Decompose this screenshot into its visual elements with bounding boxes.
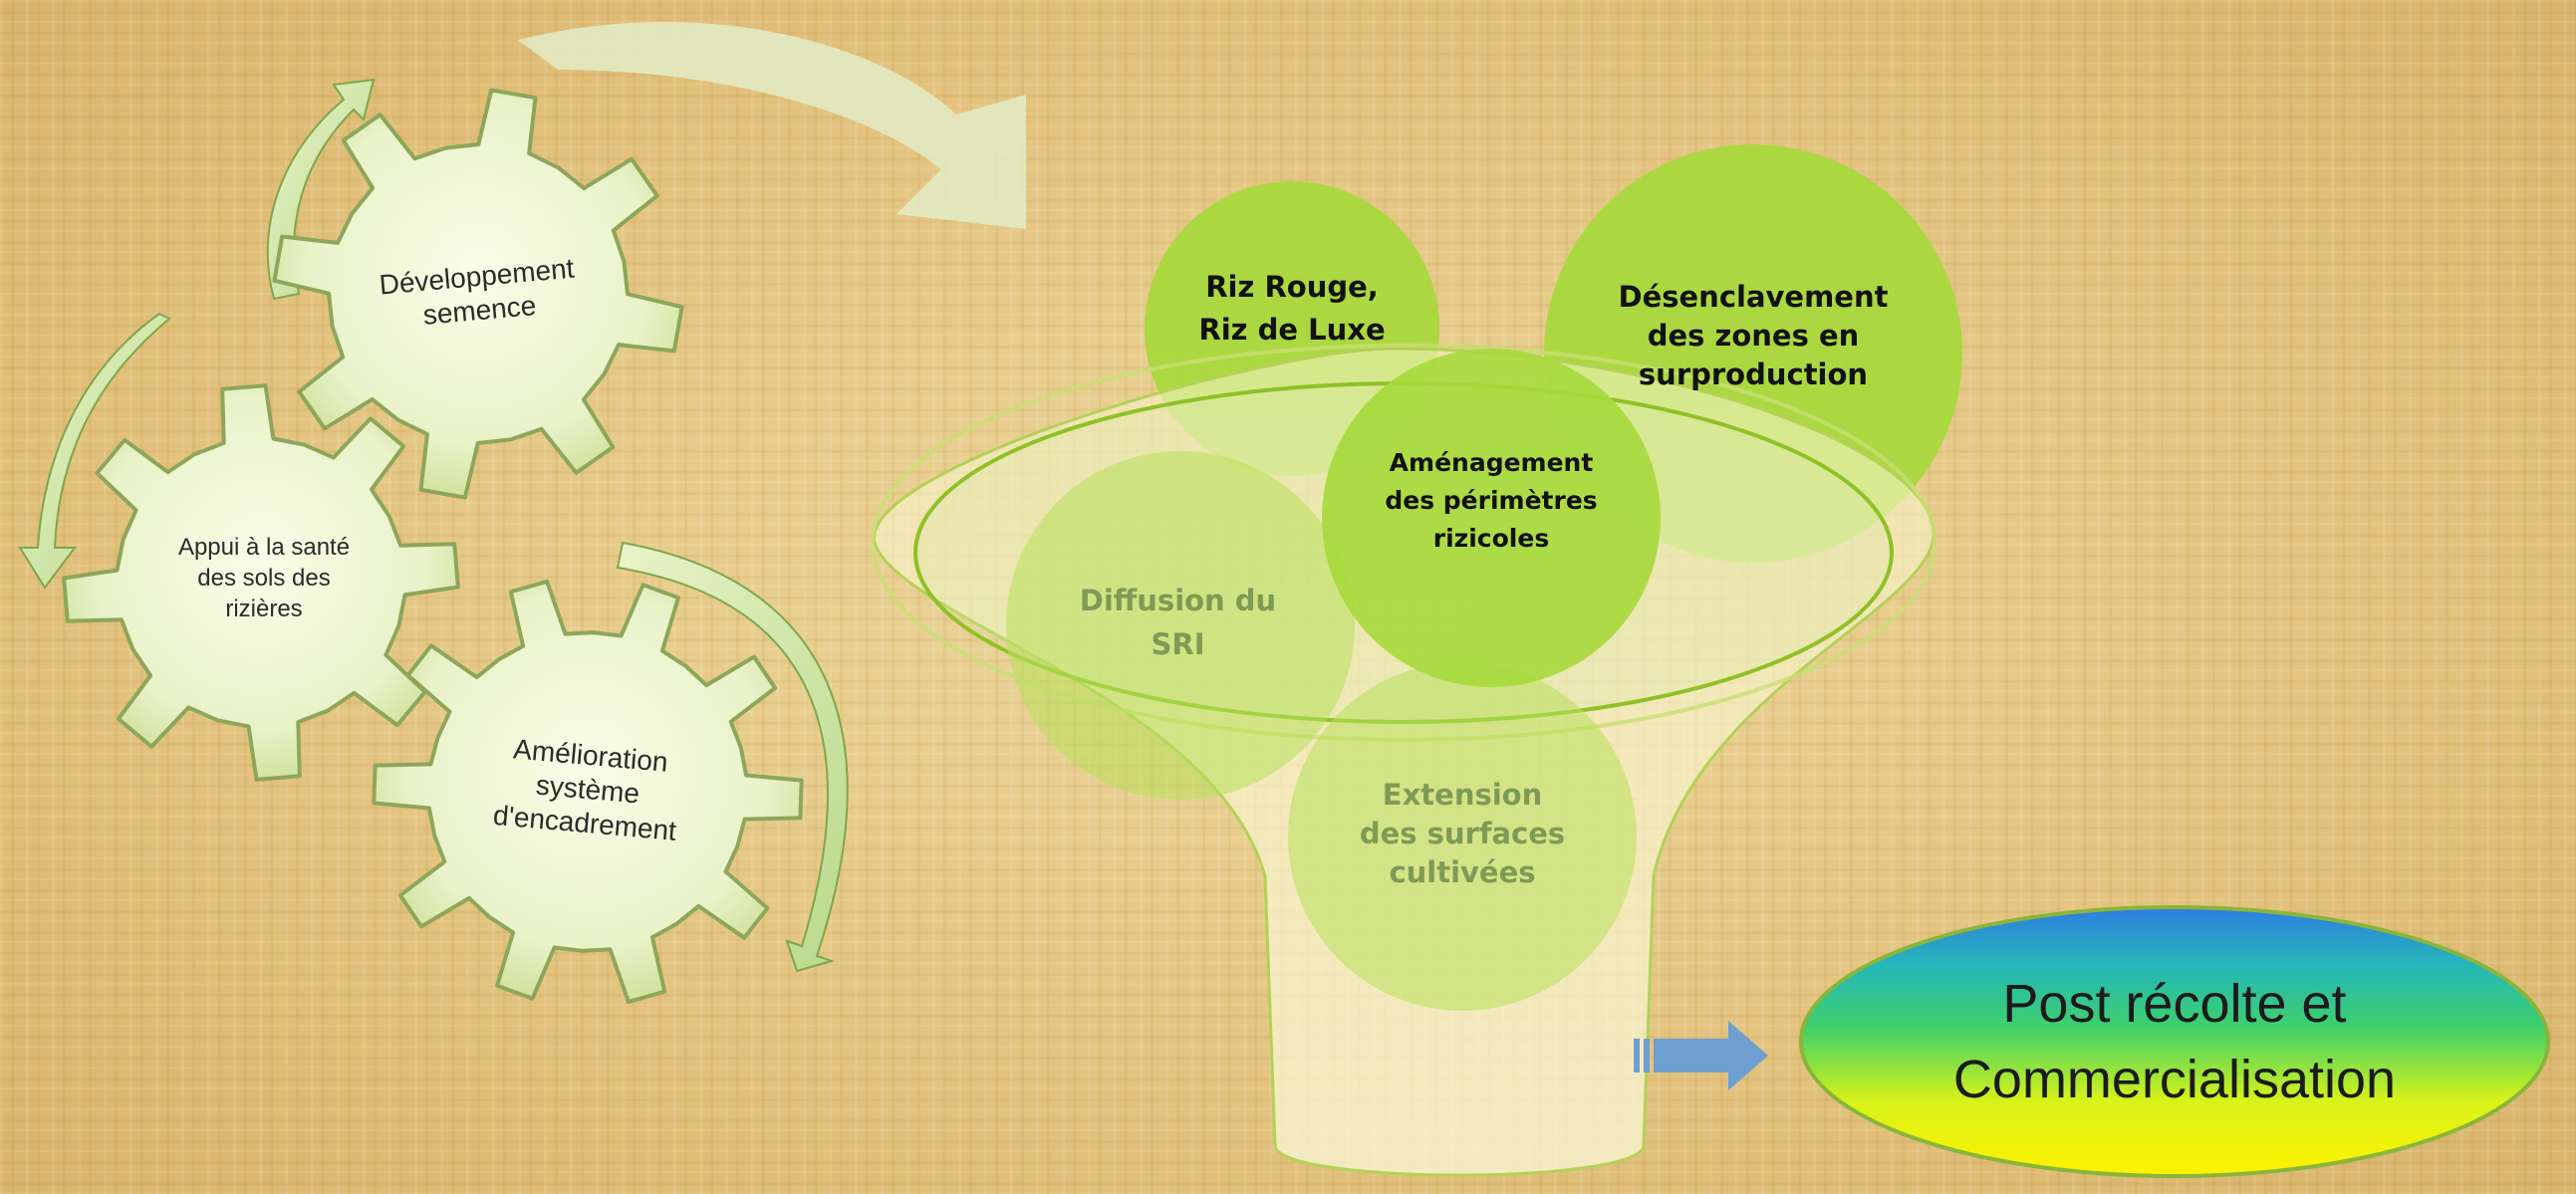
gear-top bbox=[272, 88, 684, 500]
arrow-left bbox=[18, 312, 171, 590]
top-curved-arrow bbox=[518, 22, 1026, 229]
gear-left bbox=[62, 383, 460, 782]
gear-bottom bbox=[372, 579, 804, 1005]
circle-label-diffusion: Diffusion du SRI bbox=[1079, 584, 1277, 661]
circle-label-desenclavement: Désenclavement des zones en surproductio… bbox=[1618, 280, 1889, 391]
gear-label-amelioration: Amélioration système d'encadrement bbox=[491, 732, 678, 846]
circle-label-extension: Extension des surfaces cultivées bbox=[1359, 778, 1566, 889]
circle-extension bbox=[1288, 662, 1637, 1011]
circle-label-riz-rouge: Riz Rouge, Riz de Luxe bbox=[1198, 270, 1386, 347]
circle-label-amenagement: Aménagement des périmètres rizicoles bbox=[1385, 448, 1598, 553]
blue-arrow bbox=[1634, 1021, 1768, 1090]
final-oval bbox=[1799, 905, 2550, 1178]
arrow-right bbox=[616, 541, 849, 973]
gear-label-appui: Appui à la santé des sols des rizières bbox=[177, 533, 351, 622]
circle-diffusion-sri bbox=[1006, 451, 1355, 800]
circle-amenagement bbox=[1322, 349, 1661, 687]
final-oval-label: Post récolte et Commercialisation bbox=[1952, 974, 2397, 1109]
